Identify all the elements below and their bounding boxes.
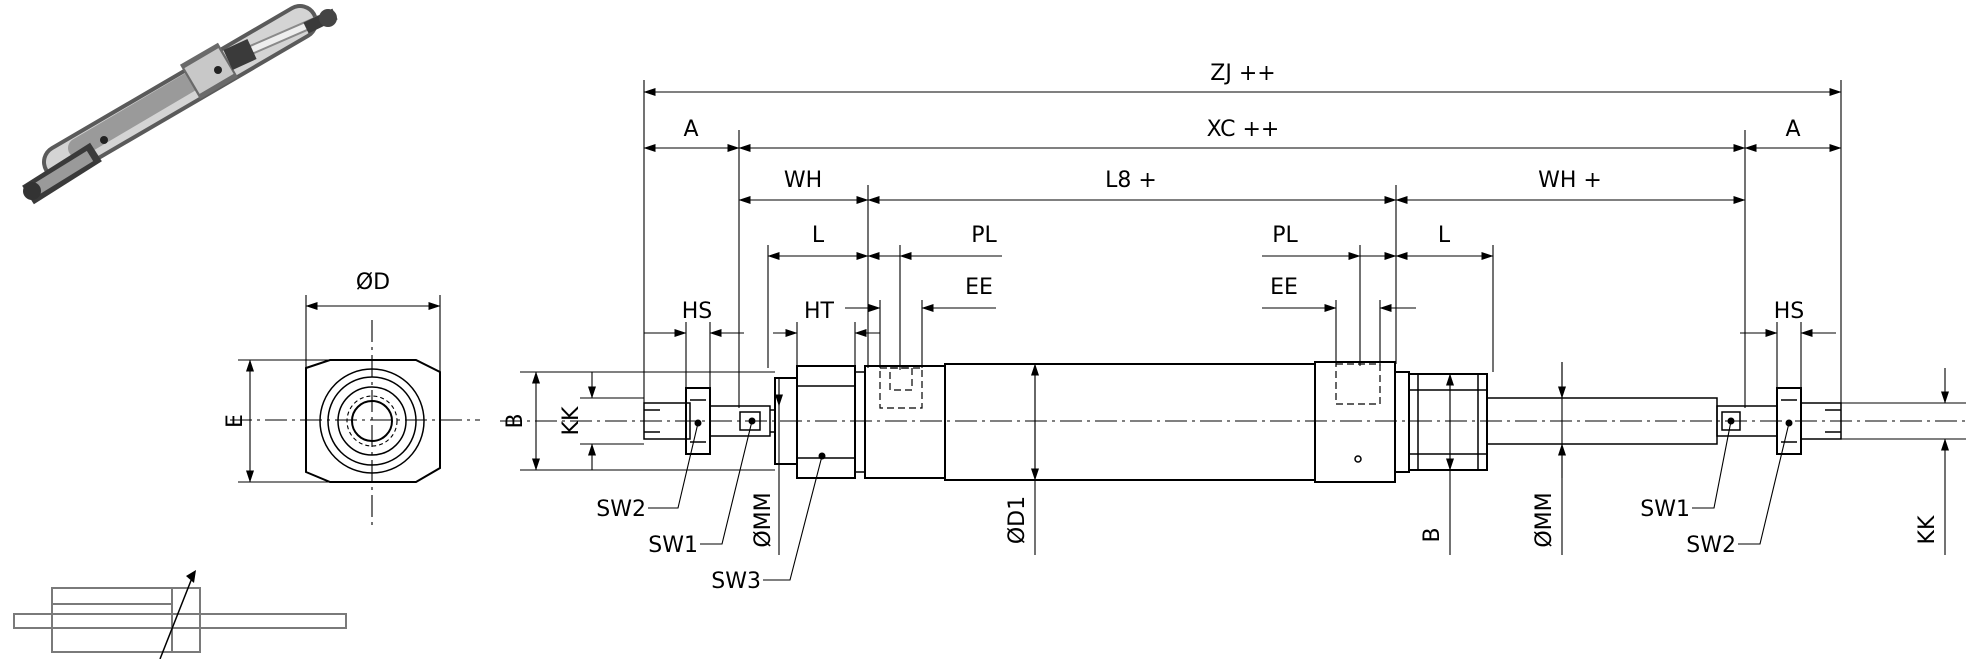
dim-label-od1: ØD1 [1005, 496, 1030, 544]
dim-label-b-left: B [503, 413, 528, 428]
dim-label-ee-left: EE [965, 275, 993, 300]
callout-sw3: SW3 [711, 569, 761, 594]
dim-label-omm-left: ØMM [751, 492, 776, 547]
dim-label-od: ØD [356, 270, 390, 295]
dim-label-wh-left: WH [784, 168, 822, 193]
dim-label-xc: XC ++ [1207, 117, 1280, 142]
callout-sw1-left: SW1 [648, 533, 698, 558]
dim-label-pl-right: PL [1272, 223, 1298, 248]
dim-label-hs-right: HS [1774, 299, 1805, 324]
dim-label-wh-right: WH + [1538, 168, 1602, 193]
dim-label-pl-left: PL [971, 223, 997, 248]
dim-label-omm-right: ØMM [1532, 492, 1557, 547]
cylinder-side-view [500, 361, 1966, 483]
dim-label-l-left: L [812, 223, 825, 248]
dim-label-a-right: A [1785, 117, 1800, 142]
callout-sw1-right: SW1 [1640, 497, 1690, 522]
dim-label-l8: L8 + [1105, 168, 1157, 193]
double-acting-cylinder-symbol-icon [13, 570, 347, 659]
dim-label-e: E [223, 414, 248, 428]
dim-label-kk-left: KK [559, 406, 584, 435]
dim-label-b-right: B [1420, 527, 1445, 542]
end-view [230, 295, 480, 525]
dim-label-a-left: A [683, 117, 698, 142]
dim-label-zj: ZJ ++ [1210, 61, 1275, 86]
dimension-lines [520, 80, 1966, 581]
callout-sw2-right: SW2 [1686, 533, 1736, 558]
dim-label-kk-right: KK [1915, 515, 1940, 544]
dim-label-hs-left: HS [682, 299, 713, 324]
dim-label-l-right: L [1438, 223, 1451, 248]
callout-sw2-left: SW2 [596, 497, 646, 522]
dim-label-ht: HT [804, 299, 835, 324]
cylinder-3d-render-icon [22, 4, 338, 205]
dim-label-ee-right: EE [1270, 275, 1298, 300]
